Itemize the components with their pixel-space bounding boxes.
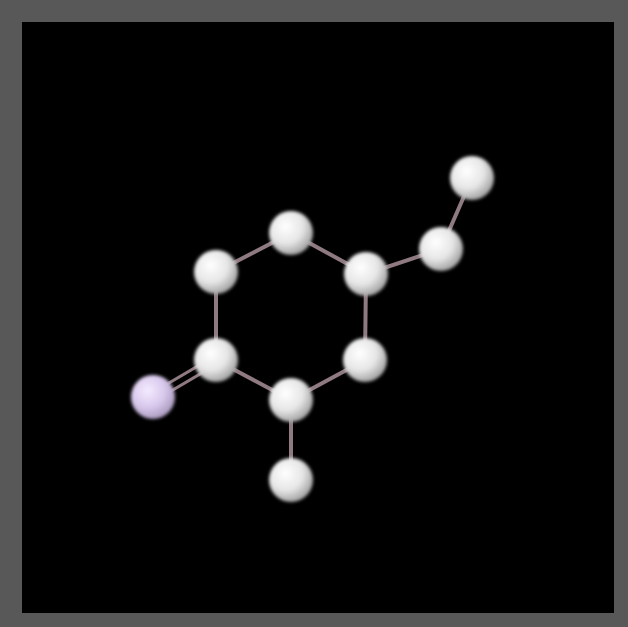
atom-a2-carbon	[269, 211, 313, 255]
atom-a6-carbon	[194, 338, 238, 382]
atom-a8-carbon	[450, 156, 494, 200]
atom-a5-carbon	[269, 378, 313, 422]
molecule-viewport[interactable]	[22, 22, 614, 613]
atom-a10-hetero	[131, 375, 175, 419]
atom-a4-carbon	[343, 338, 387, 382]
atom-a3-carbon	[344, 252, 388, 296]
bonds-layer	[149, 176, 474, 482]
atom-a7-carbon	[419, 227, 463, 271]
atoms-layer	[131, 156, 494, 502]
atom-a1-carbon	[194, 250, 238, 294]
atom-a9-carbon	[269, 458, 313, 502]
